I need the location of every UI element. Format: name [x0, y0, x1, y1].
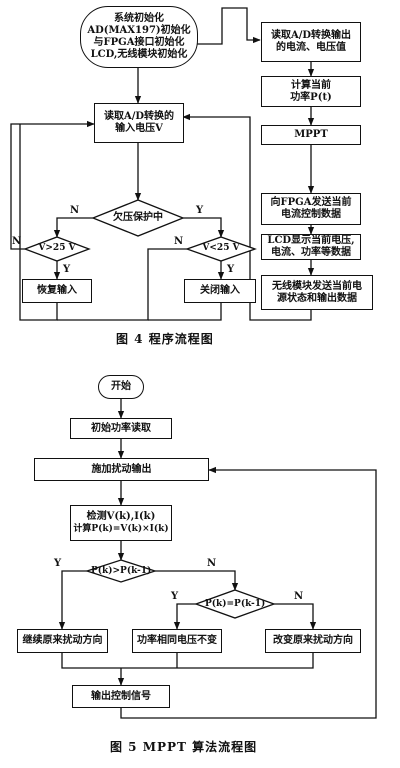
- detect-line-2: 计算P(k)=V(k)×I(k): [73, 524, 169, 534]
- arrow-cond1-no: [155, 570, 239, 591]
- send-fpga-line-2: 电流控制数据: [281, 209, 341, 220]
- figure-4-caption: 图 4 程序流程图: [116, 332, 214, 346]
- power-same-box: 功率相同电压不变: [132, 629, 222, 653]
- arrow-merge: [61, 653, 314, 669]
- power-same-label: 功率相同电压不变: [137, 635, 217, 646]
- arrow-init-to-read-output: [196, 7, 261, 45]
- label-y-cond-right: Y: [227, 264, 235, 275]
- init-start-node: 系统初始化 AD(MAX197)初始化 与FPGA接口初始化 LCD,无线模块初…: [80, 6, 198, 68]
- arrow-cond1-yes: [58, 570, 87, 630]
- cond-right-label: V<25 V: [202, 243, 240, 253]
- arrow-output-loop: [120, 466, 377, 719]
- restore-input-label: 恢复输入: [37, 285, 77, 296]
- read-output-box: 读取A/D转换输出 的电流、电压值: [261, 22, 361, 62]
- close-input-box: 关闭输入: [184, 279, 256, 303]
- read-ad-line-2: 输入电压V: [115, 123, 163, 134]
- send-fpga-line-1: 向FPGA发送当前: [270, 197, 352, 208]
- send-fpga-box: 向FPGA发送当前 电流控制数据: [261, 193, 361, 225]
- arrow-rc-return: [182, 113, 312, 321]
- read-ad-input-box: 读取A/D转换的 输入电压V: [94, 103, 184, 143]
- arrow-cond-left-no: [10, 120, 95, 250]
- lcd-line-1: LCD显示当前电压,: [267, 235, 355, 246]
- arrow-undervoltage-yes: [183, 217, 225, 238]
- detect-line-1: 检测V(k),I(k): [86, 511, 156, 522]
- lcd-line-2: 电流、功率等数据: [271, 247, 351, 258]
- calc-power-line-1: 计算当前: [291, 79, 331, 91]
- init-line-1: 系统初始化: [114, 13, 164, 24]
- calc-power-line-2: 功率P(t): [290, 91, 332, 103]
- cond-right-diamond: [185, 236, 257, 262]
- mppt-start-node: 开始: [98, 375, 144, 399]
- undervoltage-diamond: [91, 199, 185, 237]
- cond-left-diamond: [23, 236, 91, 262]
- read-output-line-1: 读取A/D转换输出: [270, 30, 352, 41]
- arrow-undervoltage-no: [53, 217, 93, 238]
- undervoltage-label: 欠压保护中: [113, 212, 163, 223]
- label-n-cond-left: N: [12, 236, 22, 247]
- label-y-undervoltage: Y: [196, 205, 204, 216]
- init-power-read-label: 初始功率读取: [91, 422, 151, 434]
- apply-perturb-label: 施加扰动输出: [91, 463, 152, 475]
- cond2-diamond: [194, 589, 276, 619]
- init-line-4: LCD,无线模块初始化: [90, 49, 188, 60]
- wireless-line-2: 源状态和输出数据: [277, 292, 357, 304]
- label-y-cond1: Y: [54, 558, 62, 569]
- keep-direction-box: 继续原来扰动方向: [17, 629, 108, 653]
- change-direction-label: 改变原来扰动方向: [273, 635, 353, 646]
- label-n-cond-right: N: [174, 236, 184, 247]
- apply-perturb-box: 施加扰动输出: [34, 458, 209, 481]
- lcd-display-box: LCD显示当前电压, 电流、功率等数据: [261, 234, 361, 260]
- label-y-cond2: Y: [171, 591, 179, 602]
- output-signal-label: 输出控制信号: [91, 690, 151, 702]
- cond1-diamond: [84, 559, 158, 583]
- arrow-cond2-yes: [173, 603, 196, 630]
- mppt-box: MPPT: [261, 125, 361, 145]
- label-n-undervoltage: N: [70, 205, 80, 216]
- output-signal-box: 输出控制信号: [72, 685, 170, 708]
- init-power-read-box: 初始功率读取: [70, 418, 172, 439]
- label-n-cond1: N: [207, 558, 217, 569]
- label-n-cond2: N: [294, 591, 304, 602]
- calc-power-box: 计算当前 功率P(t): [261, 76, 361, 107]
- detect-calc-box: 检测V(k),I(k) 计算P(k)=V(k)×I(k): [70, 505, 172, 541]
- restore-input-box: 恢复输入: [22, 279, 92, 303]
- label-y-cond-left: Y: [63, 264, 71, 275]
- arrow-restore-loop: [19, 124, 58, 321]
- init-line-2: AD(MAX197)初始化: [87, 25, 191, 36]
- keep-direction-label: 继续原来扰动方向: [22, 635, 103, 646]
- cond2-label: P(k)=P(k-1): [205, 599, 266, 609]
- change-direction-box: 改变原来扰动方向: [265, 629, 361, 653]
- arrow-close-loop: [148, 303, 222, 321]
- close-input-label: 关闭输入: [200, 285, 240, 296]
- mppt-label: MPPT: [294, 129, 328, 140]
- cond1-label: P(k)>P(k-1): [91, 566, 152, 576]
- figure-5-caption: 图 5 MPPT 算法流程图: [110, 740, 258, 754]
- cond-left-label: V>25 V: [38, 243, 76, 253]
- wireless-send-box: 无线模块发送当前电 源状态和输出数据: [261, 275, 373, 310]
- wireless-line-1: 无线模块发送当前电: [272, 280, 362, 292]
- init-line-3: 与FPGA接口初始化: [93, 37, 185, 48]
- arrow-cond2-no: [274, 603, 317, 630]
- read-ad-line-1: 读取A/D转换的: [103, 111, 175, 122]
- mppt-start-label: 开始: [111, 381, 131, 392]
- read-output-line-2: 的电流、电压值: [276, 42, 346, 53]
- arrow-cond-right-no: [57, 248, 187, 321]
